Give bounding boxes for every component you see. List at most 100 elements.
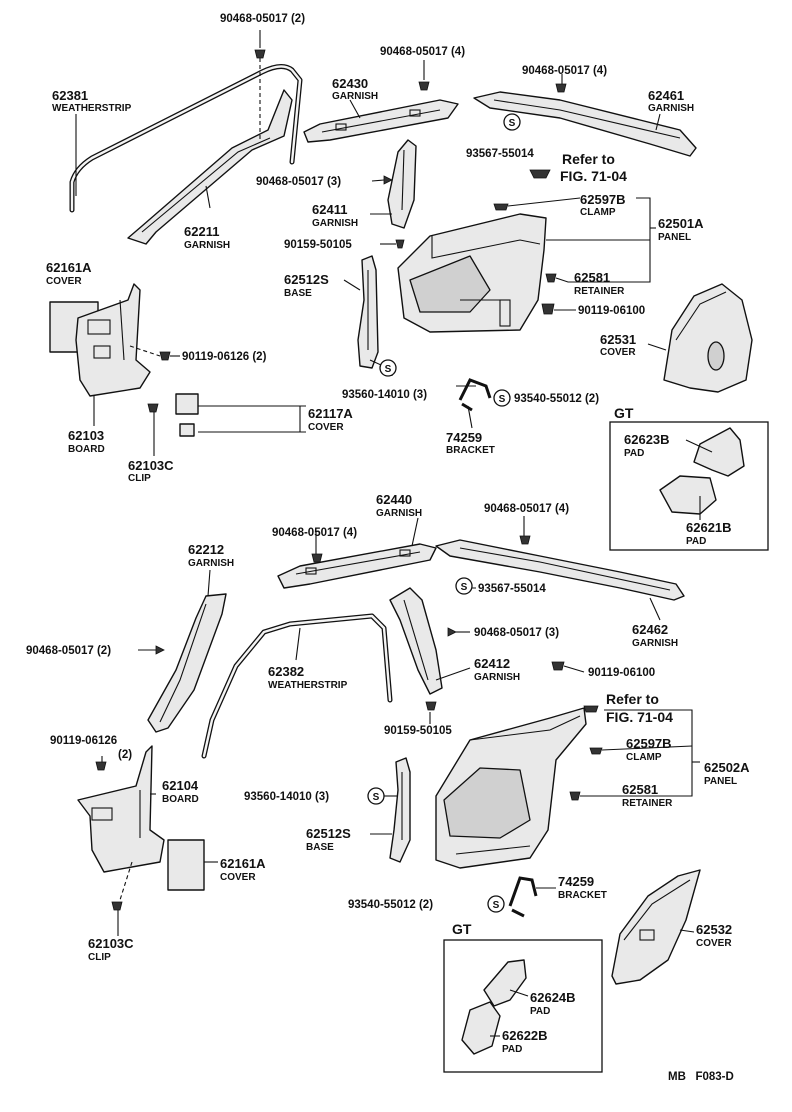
clip-62103c-icon bbox=[111, 901, 123, 911]
fastener-icon bbox=[155, 645, 165, 655]
part-number: 90119-06126 (2) bbox=[182, 351, 267, 363]
part-number: 62412 bbox=[474, 656, 510, 671]
svg-text:S: S bbox=[499, 394, 506, 405]
part-number: 62440 bbox=[376, 492, 412, 507]
gt-label: GT bbox=[614, 405, 634, 421]
part-name: RETAINER bbox=[622, 798, 673, 809]
panel-62502a bbox=[435, 707, 587, 869]
s-symbol-icon: S bbox=[487, 895, 505, 913]
part-number: 62117A bbox=[308, 406, 353, 421]
pad-62622b bbox=[461, 1001, 501, 1055]
part-number: 62211 bbox=[184, 224, 219, 239]
part-name: COVER bbox=[46, 276, 82, 287]
fastener-icon bbox=[555, 83, 567, 93]
garnish-62412 bbox=[389, 587, 443, 695]
part-name: BOARD bbox=[68, 444, 105, 455]
part-number: 90468-05017 (3) bbox=[474, 627, 559, 639]
cover-62161a bbox=[167, 839, 205, 891]
part-number: 62381 bbox=[52, 88, 88, 103]
svg-text:S: S bbox=[385, 364, 392, 375]
part-number: 62581 bbox=[622, 782, 658, 797]
part-number: 62531 bbox=[600, 332, 636, 347]
garnish-62212 bbox=[147, 593, 227, 733]
pad-62621b bbox=[659, 475, 717, 515]
part-number: 62501A bbox=[658, 216, 704, 231]
part-number: 90468-05017 (4) bbox=[522, 65, 607, 77]
fastener-icon bbox=[95, 761, 107, 771]
fastener-icon bbox=[418, 81, 430, 91]
part-name: GARNISH bbox=[376, 508, 422, 519]
part-number: 62512S bbox=[306, 826, 351, 841]
part-number: 62624B bbox=[530, 990, 576, 1005]
fastener-icon bbox=[425, 701, 437, 711]
s-symbol-icon: S bbox=[493, 389, 511, 407]
part-number: 62212 bbox=[188, 542, 224, 557]
garnish-62462 bbox=[435, 539, 685, 601]
cover-62531 bbox=[663, 283, 753, 393]
part-number: 62461 bbox=[648, 88, 684, 103]
s-symbol-icon: S bbox=[367, 787, 385, 805]
part-name: PAD bbox=[530, 1006, 550, 1017]
part-name: COVER bbox=[220, 872, 256, 883]
fastener-icon bbox=[519, 535, 531, 545]
part-number: 62623B bbox=[624, 432, 670, 447]
garnish-62411 bbox=[387, 139, 417, 229]
part-number: 62462 bbox=[632, 622, 668, 637]
panel-62501a bbox=[397, 213, 547, 333]
part-name: RETAINER bbox=[574, 286, 625, 297]
garnish-62430 bbox=[303, 99, 459, 143]
part-name: PAD bbox=[686, 536, 706, 547]
fastener-icon bbox=[311, 553, 323, 563]
part-name: GARNISH bbox=[648, 103, 694, 114]
leader-lines bbox=[75, 30, 713, 1037]
part-number: 62621B bbox=[686, 520, 732, 535]
svg-text:S: S bbox=[373, 792, 380, 803]
cover-62117a bbox=[175, 393, 199, 437]
part-name: CLAMP bbox=[580, 207, 616, 218]
part-name: COVER bbox=[696, 938, 732, 949]
part-name: CLIP bbox=[128, 473, 151, 484]
part-number: 62597B bbox=[580, 192, 626, 207]
svg-text:S: S bbox=[493, 900, 500, 911]
part-name: PANEL bbox=[658, 232, 691, 243]
svg-text:S: S bbox=[509, 118, 516, 129]
reference-text: Refer to bbox=[562, 151, 615, 167]
figure-code: MB F083-D bbox=[668, 1071, 734, 1083]
clip-62103c-icon bbox=[147, 403, 159, 413]
gt-label: GT bbox=[452, 921, 472, 937]
part-name: WEATHERSTRIP bbox=[52, 103, 132, 114]
reference-text: Refer to bbox=[606, 691, 659, 707]
part-name: GARNISH bbox=[332, 91, 378, 102]
part-number: 90468-05017 (4) bbox=[484, 503, 569, 515]
part-number: 90159-50105 bbox=[284, 239, 352, 251]
part-number: 93540-55012 (2) bbox=[514, 393, 599, 405]
cover-62532 bbox=[611, 869, 701, 985]
part-number: 90468-05017 (2) bbox=[220, 13, 305, 25]
part-number: 62103 bbox=[68, 428, 104, 443]
fastener-icon bbox=[551, 661, 565, 671]
part-number: 62104 bbox=[162, 778, 199, 793]
fastener-icon bbox=[383, 175, 393, 185]
part-name: BASE bbox=[306, 842, 334, 853]
garnish-62461 bbox=[473, 91, 697, 157]
reference-text: FIG. 71-04 bbox=[606, 709, 673, 725]
part-name: PANEL bbox=[704, 776, 737, 787]
fastener-icon bbox=[569, 791, 581, 801]
part-name: BRACKET bbox=[558, 890, 607, 901]
part-name: PAD bbox=[502, 1044, 522, 1055]
part-number: 90119-06100 bbox=[578, 305, 645, 317]
clamp-62597b-icon bbox=[493, 203, 509, 211]
part-number: 62161A bbox=[46, 260, 92, 275]
board-62104 bbox=[77, 745, 165, 873]
part-number: 62103C bbox=[128, 458, 174, 473]
part-number: 93560-14010 (3) bbox=[244, 791, 329, 803]
part-name: BOARD bbox=[162, 794, 199, 805]
part-name: GARNISH bbox=[632, 638, 678, 649]
pad-62623b bbox=[693, 427, 745, 477]
part-number: 93560-14010 (3) bbox=[342, 389, 427, 401]
s-symbol-icon: S bbox=[379, 359, 397, 377]
base-62512s bbox=[389, 757, 411, 863]
fastener-icon bbox=[254, 49, 266, 59]
part-number: 62502A bbox=[704, 760, 750, 775]
